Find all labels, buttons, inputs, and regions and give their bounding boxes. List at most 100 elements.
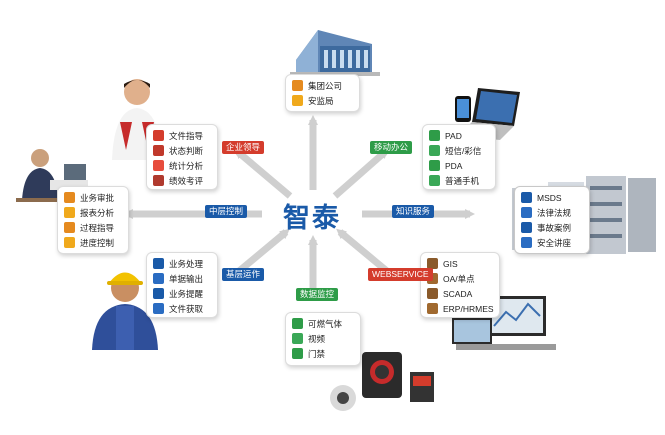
- office-worker-picture: [16, 149, 88, 202]
- item-label: ERP/HRMES: [443, 303, 494, 314]
- tag-knowledge-services: 知识服务: [392, 205, 435, 218]
- document-icon: [153, 130, 164, 141]
- node-base: 业务处理 单据输出 业务提醒 文件获取: [146, 252, 218, 318]
- office-building-picture: [290, 30, 380, 76]
- arrow-top-left: [234, 148, 293, 199]
- node-webservice: GIS OA/单点 SCADA ERP/HRMES: [420, 252, 500, 318]
- mobile-item[interactable]: 短信/彩信: [429, 143, 489, 158]
- item-label: 业务提醒: [169, 288, 204, 299]
- item-label: GIS: [443, 258, 458, 269]
- base-item[interactable]: 业务提醒: [153, 286, 211, 301]
- folder-icon: [64, 192, 75, 203]
- node-mobile: PAD 短信/彩信 PDA 普通手机: [422, 124, 496, 190]
- item-label: OA/单点: [443, 273, 475, 284]
- house-icon: [292, 95, 303, 106]
- item-label: 文件指导: [169, 130, 204, 141]
- gas-detector-picture: [330, 352, 434, 411]
- mobile-item[interactable]: PAD: [429, 128, 489, 143]
- knowledge-item[interactable]: 安全讲座: [521, 235, 583, 250]
- list-icon: [153, 273, 164, 284]
- bulb-icon: [64, 222, 75, 233]
- arrow-bottom-right: [336, 228, 391, 275]
- tag-middle-control: 中层控制: [205, 205, 248, 218]
- item-label: 视频: [308, 333, 326, 344]
- item-label: MSDS: [537, 192, 562, 203]
- node-knowledge: MSDS 法律法规 事故案例 安全讲座: [514, 186, 590, 254]
- monitor-item[interactable]: 可燃气体: [292, 316, 354, 331]
- node-enterprise: 文件指导 状态判断 统计分析 绩效考评: [146, 124, 218, 190]
- phone-icon: [429, 175, 440, 186]
- item-label: 报表分析: [80, 207, 115, 218]
- globe-icon: [427, 258, 438, 269]
- monitor-item[interactable]: 视频: [292, 331, 354, 346]
- knowledge-item[interactable]: 法律法规: [521, 205, 583, 220]
- top-item-safety-bureau[interactable]: 安监局: [292, 93, 353, 108]
- item-label: 安监局: [308, 95, 334, 106]
- camera-icon: [427, 288, 438, 299]
- item-label: 事故案例: [537, 222, 572, 233]
- middle-item[interactable]: 进度控制: [64, 235, 122, 250]
- item-label: PAD: [445, 130, 462, 141]
- flag-icon: [153, 175, 164, 186]
- knowledge-item[interactable]: 事故案例: [521, 220, 583, 235]
- key-icon: [292, 348, 303, 359]
- book-icon: [521, 192, 532, 203]
- middle-item[interactable]: 报表分析: [64, 205, 122, 220]
- item-label: 可燃气体: [308, 318, 343, 329]
- tag-webservice: WEBSERVICE: [368, 268, 433, 281]
- middle-item[interactable]: 过程指导: [64, 220, 122, 235]
- item-label: 绩效考评: [169, 175, 204, 186]
- chart-icon: [153, 160, 164, 171]
- item-label: SCADA: [443, 288, 473, 299]
- monitor-item[interactable]: 门禁: [292, 346, 354, 361]
- file-icon: [153, 303, 164, 314]
- site-worker-picture: [92, 272, 158, 350]
- item-label: 业务处理: [169, 258, 204, 269]
- building-icon: [292, 80, 303, 91]
- base-item[interactable]: 业务处理: [153, 256, 211, 271]
- enterprise-item[interactable]: 绩效考评: [153, 173, 211, 188]
- enterprise-item[interactable]: 统计分析: [153, 158, 211, 173]
- video-icon: [292, 333, 303, 344]
- sliders-icon: [427, 303, 438, 314]
- item-label: 过程指导: [80, 222, 115, 233]
- item-label: 业务审批: [80, 192, 115, 203]
- webservice-item[interactable]: GIS: [427, 256, 493, 271]
- item-label: 进度控制: [80, 237, 115, 248]
- item-label: 法律法规: [537, 207, 572, 218]
- item-label: 统计分析: [169, 160, 204, 171]
- node-monitor: 可燃气体 视频 门禁: [285, 312, 361, 366]
- tag-mobile-office: 移动办公: [370, 141, 413, 154]
- task-icon: [153, 258, 164, 269]
- item-label: 安全讲座: [537, 237, 572, 248]
- item-label: 集团公司: [308, 80, 343, 91]
- base-item[interactable]: 文件获取: [153, 301, 211, 316]
- tag-data-monitoring: 数据监控: [296, 288, 339, 301]
- webservice-item[interactable]: ERP/HRMES: [427, 301, 494, 316]
- item-label: 状态判断: [169, 145, 204, 156]
- report-icon: [153, 145, 164, 156]
- middle-item[interactable]: 业务审批: [64, 190, 122, 205]
- arrow-top-right: [332, 148, 389, 199]
- enterprise-item[interactable]: 文件指导: [153, 128, 211, 143]
- table-icon: [64, 207, 75, 218]
- base-item[interactable]: 单据输出: [153, 271, 211, 286]
- mobile-item[interactable]: PDA: [429, 158, 489, 173]
- item-label: PDA: [445, 160, 463, 171]
- node-middle: 业务审批 报表分析 过程指导 进度控制: [57, 186, 129, 254]
- webservice-item[interactable]: OA/单点: [427, 271, 493, 286]
- mobile-item[interactable]: 普通手机: [429, 173, 489, 188]
- cup-icon: [521, 237, 532, 248]
- top-item-group-company[interactable]: 集团公司: [292, 78, 353, 93]
- clock-icon: [153, 288, 164, 299]
- law-icon: [521, 207, 532, 218]
- item-label: 短信/彩信: [445, 145, 482, 156]
- mail-icon: [429, 145, 440, 156]
- enterprise-item[interactable]: 状态判断: [153, 143, 211, 158]
- progress-icon: [64, 237, 75, 248]
- item-label: 门禁: [308, 348, 326, 359]
- knowledge-item[interactable]: MSDS: [521, 190, 583, 205]
- webservice-item[interactable]: SCADA: [427, 286, 493, 301]
- node-top: 集团公司 安监局: [285, 74, 360, 112]
- item-label: 单据输出: [169, 273, 204, 284]
